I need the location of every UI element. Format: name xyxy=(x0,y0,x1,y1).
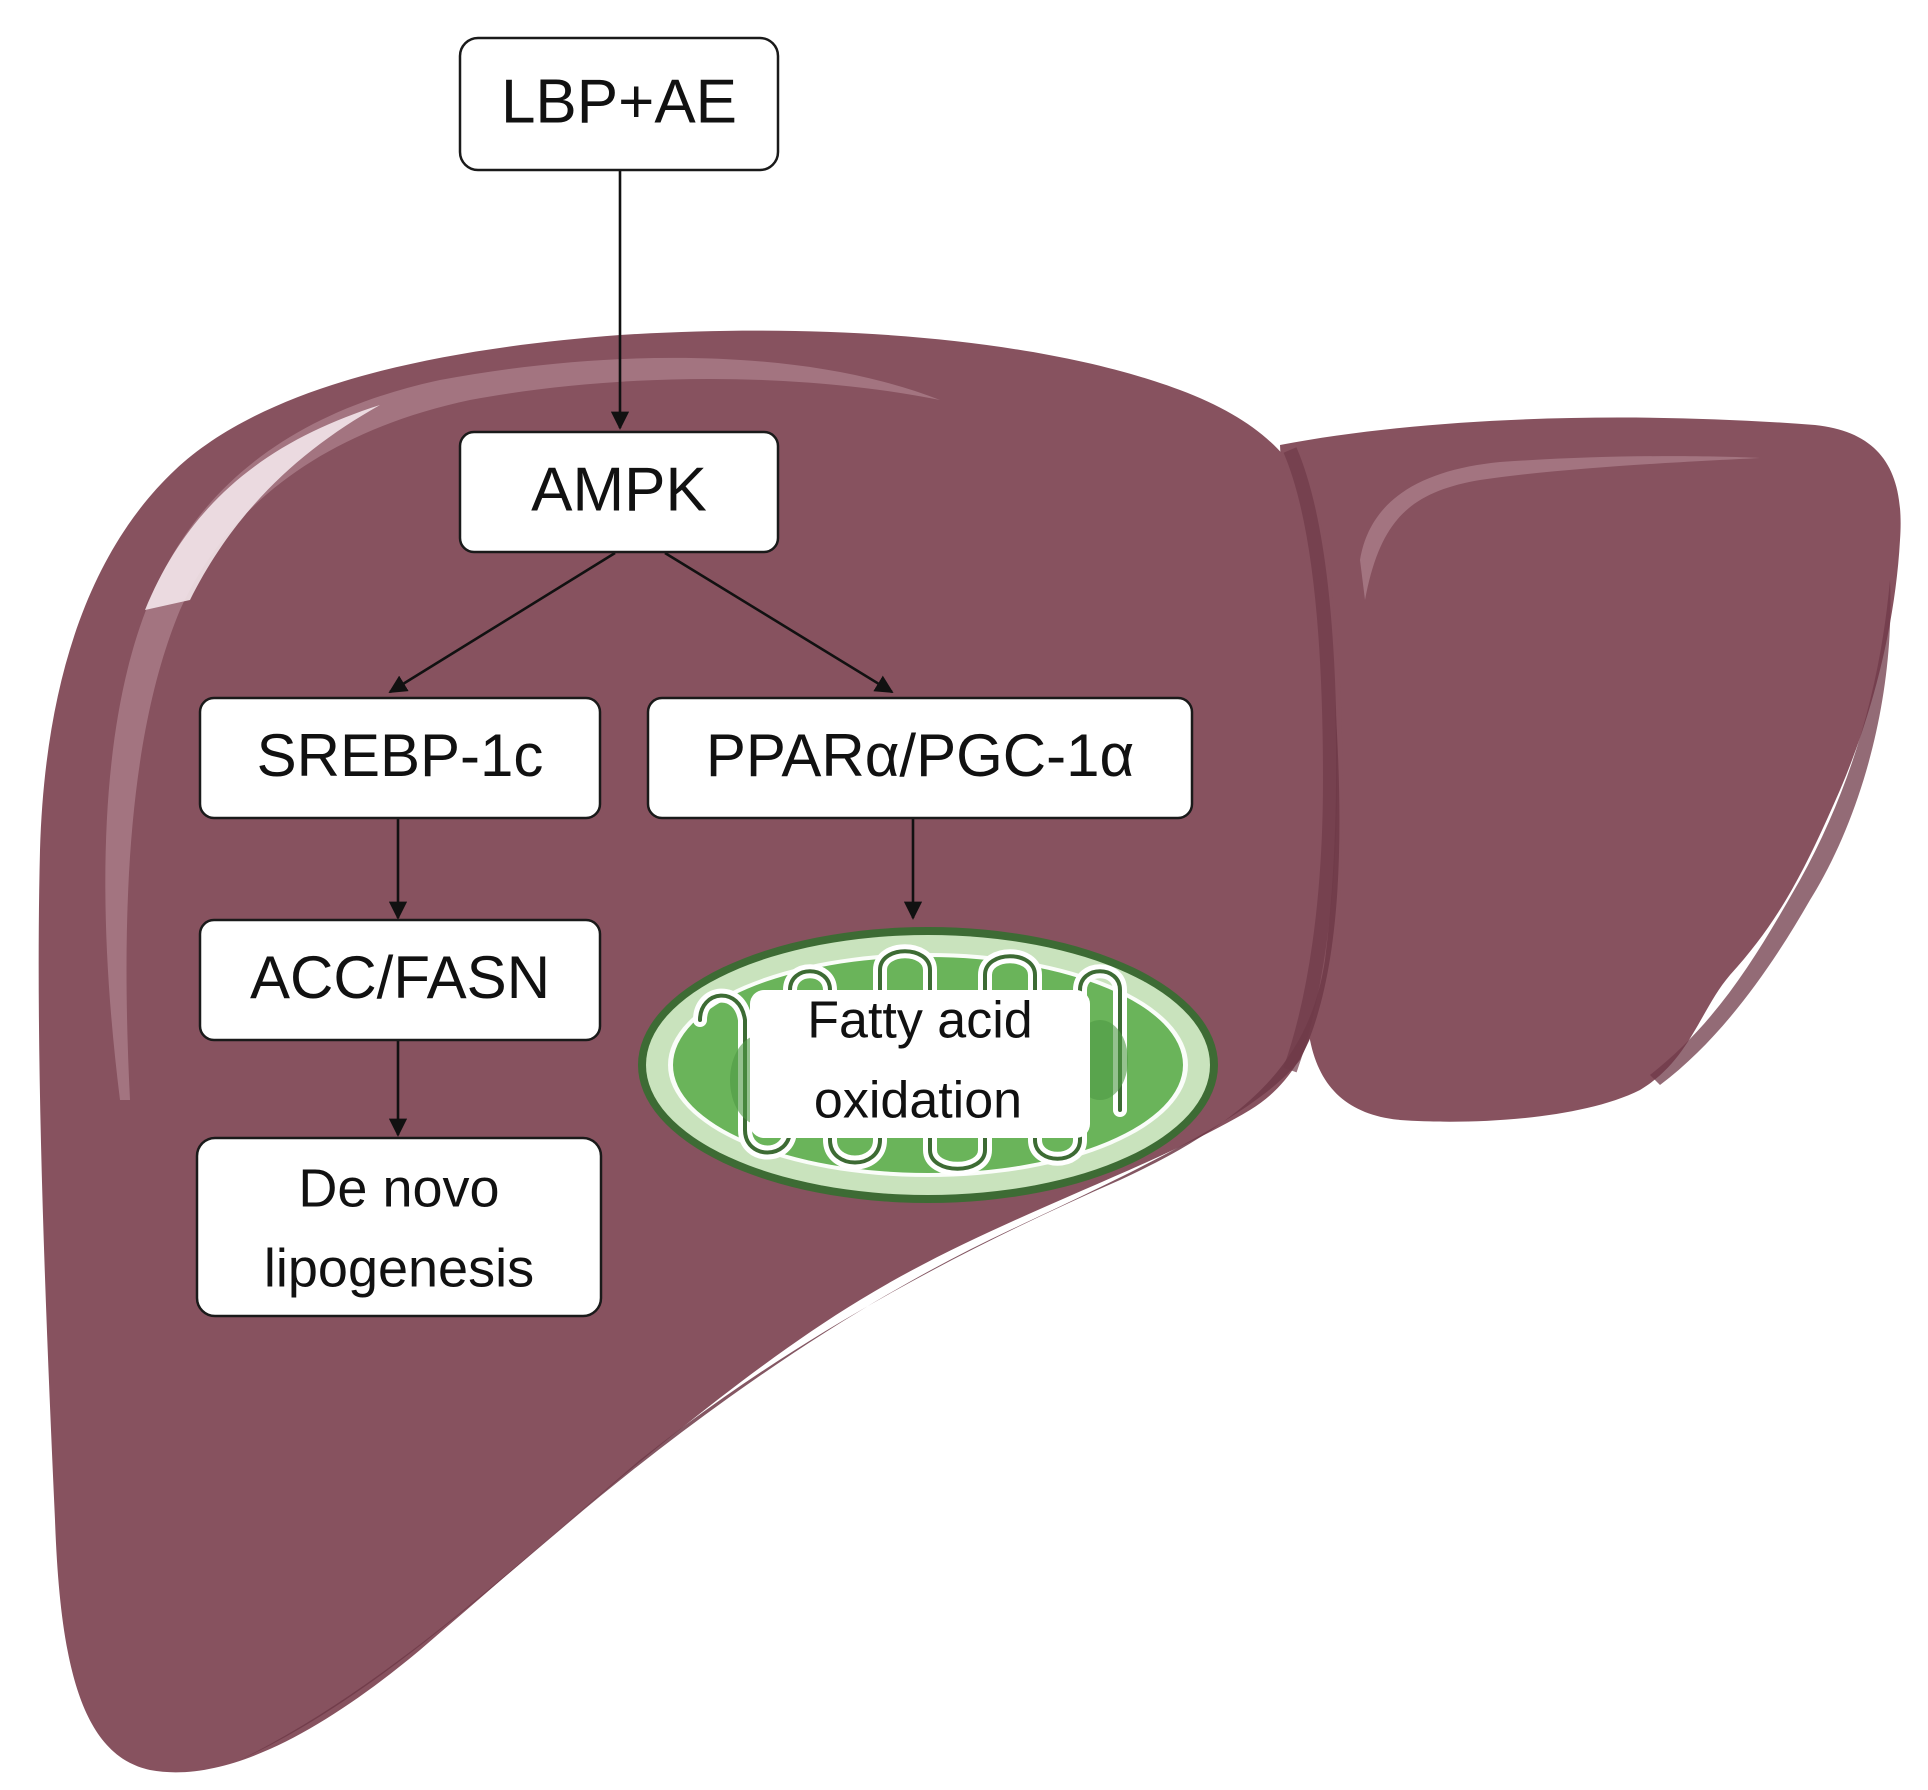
liver-lobe-crease xyxy=(1283,447,1338,1073)
node-srebp: SREBP-1c xyxy=(198,696,602,820)
node-acc-fasn-label: ACC/FASN xyxy=(250,944,550,1011)
liver-edge-gloss xyxy=(145,405,380,610)
node-fao-line-2: oxidation xyxy=(814,1072,1022,1130)
node-fao: Fatty acid oxidation xyxy=(750,990,1090,1138)
liver-right-lobe-shade xyxy=(1650,580,1891,1085)
node-acc-fasn: ACC/FASN xyxy=(198,918,602,1042)
liver-right-lobe xyxy=(1280,417,1901,1122)
node-lbp-ae-label: LBP+AE xyxy=(501,67,737,136)
node-ppar: PPARα/PGC-1α xyxy=(646,696,1194,820)
node-srebp-label: SREBP-1c xyxy=(257,722,544,789)
arrow-ampk-to-srebp xyxy=(388,551,616,694)
arrow-ampk-to-ppar xyxy=(664,551,894,694)
mito-cristae-inner xyxy=(698,949,1122,1171)
node-ppar-label: PPARα/PGC-1α xyxy=(706,722,1134,789)
node-dnl-line-1: De novo xyxy=(298,1158,499,1218)
node-dnl: De novo lipogenesis xyxy=(195,1136,603,1318)
node-fao-line-1: Fatty acid xyxy=(807,992,1032,1050)
arrows xyxy=(388,170,923,1137)
node-ampk-label: AMPK xyxy=(531,455,707,524)
node-dnl-line-2: lipogenesis xyxy=(264,1238,534,1298)
node-ampk: AMPK xyxy=(458,430,780,554)
node-lbp-ae: LBP+AE xyxy=(458,36,780,172)
